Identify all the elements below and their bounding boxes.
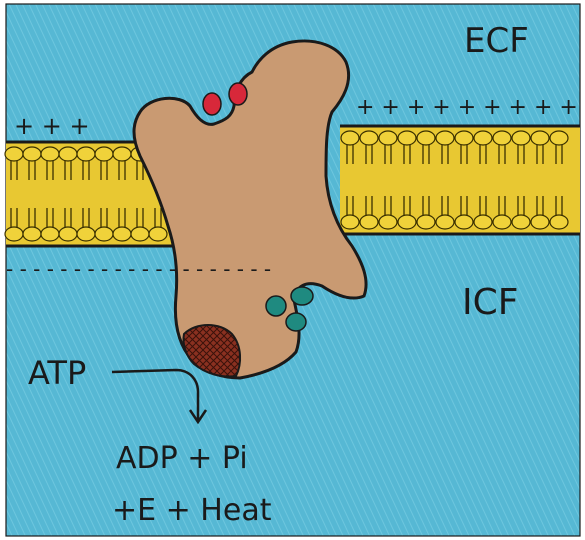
potassium-ion-icon	[266, 296, 286, 316]
phospholipid-head	[23, 147, 41, 161]
products-line-1: ADP + Pi	[116, 441, 248, 476]
phospholipid-head	[149, 227, 167, 241]
phospholipid-head	[5, 147, 23, 161]
phospholipid-head	[474, 215, 492, 229]
phospholipid-head	[379, 215, 397, 229]
phospholipid-head	[360, 131, 378, 145]
phospholipid-head	[417, 215, 435, 229]
products-line-2: +E + Heat	[112, 493, 272, 528]
phospholipid-head	[455, 215, 473, 229]
phospholipid-head	[23, 227, 41, 241]
phospholipid-head	[474, 131, 492, 145]
phospholipid-head	[493, 215, 511, 229]
phospholipid-head	[398, 131, 416, 145]
phospholipid-head	[95, 227, 113, 241]
positive-charges-right: + + + + + + + + +	[356, 95, 578, 120]
phospholipid-head	[493, 131, 511, 145]
potassium-ion-icon	[291, 287, 313, 305]
phospholipid-head	[436, 215, 454, 229]
phospholipid-head	[398, 215, 416, 229]
phospholipid-head	[113, 227, 131, 241]
negative-charges: - - - - - - - - - - - - - - - - - - - -	[6, 257, 271, 281]
phospholipid-head	[41, 227, 59, 241]
phospholipid-head	[550, 215, 568, 229]
positive-charges-left: + + +	[14, 112, 90, 140]
phospholipid-head	[5, 227, 23, 241]
sodium-ion-icon	[203, 93, 221, 115]
phospholipid-head	[341, 215, 359, 229]
phospholipid-head	[341, 131, 359, 145]
phospholipid-head	[455, 131, 473, 145]
icf-label: ICF	[462, 282, 518, 323]
potassium-ion-icon	[286, 313, 306, 331]
phospholipid-head	[77, 227, 95, 241]
phospholipid-head	[77, 147, 95, 161]
sodium-ion-icon	[229, 83, 247, 105]
phospholipid-head	[512, 215, 530, 229]
phospholipid-head	[550, 131, 568, 145]
atp-label: ATP	[28, 354, 86, 392]
phospholipid-head	[417, 131, 435, 145]
phospholipid-head	[113, 147, 131, 161]
phospholipid-head	[531, 131, 549, 145]
phospholipid-head	[95, 147, 113, 161]
phospholipid-head	[379, 131, 397, 145]
phospholipid-head	[436, 131, 454, 145]
phospholipid-head	[131, 227, 149, 241]
ecf-label: ECF	[464, 21, 529, 61]
phospholipid-head	[531, 215, 549, 229]
phospholipid-head	[360, 215, 378, 229]
phospholipid-head	[41, 147, 59, 161]
phospholipid-head	[59, 147, 77, 161]
phospholipid-head	[59, 227, 77, 241]
phospholipid-head	[512, 131, 530, 145]
